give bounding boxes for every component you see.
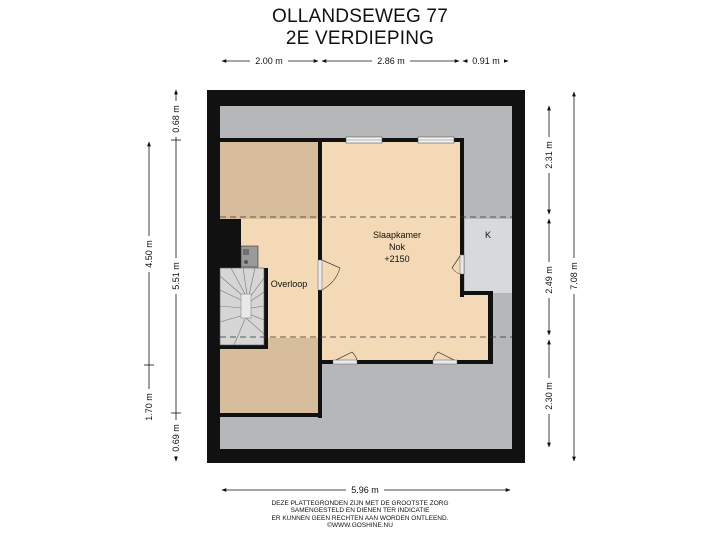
disclaimer-line-2: SAMENGESTELD EN DIENEN TER INDICATIE xyxy=(290,507,430,515)
dim-left-outer-3: 0.69 m xyxy=(171,424,181,452)
dim-right-inner-1: 2.31 m xyxy=(544,141,554,169)
room-label-slaapkamer: Slaapkamer xyxy=(373,230,421,240)
staircase xyxy=(219,267,265,346)
room-label-k: K xyxy=(485,230,491,240)
hatch-door-1 xyxy=(332,351,358,365)
slaapkamer-floor xyxy=(322,142,460,362)
disclaimer-line-3: ER KUNNEN GEEN RECHTEN AAN WORDEN ONTLEE… xyxy=(271,514,449,522)
dim-left-outer-1: 0.68 m xyxy=(171,105,181,133)
dimension-bottom: 5.96 m xyxy=(221,484,511,496)
room-label-height: +2150 xyxy=(384,254,409,264)
dim-right-inner-3: 2.30 m xyxy=(544,382,554,410)
plan-subtitle: 2E VERDIEPING xyxy=(285,28,435,49)
plan-title: OLLANDSEWEG 77 xyxy=(272,6,448,27)
dim-top-3: 0.91 m xyxy=(472,56,500,66)
dim-top-2: 2.86 m xyxy=(377,56,405,66)
room-label-overloop: Overloop xyxy=(271,279,308,289)
disclaimer-line-1: DEZE PLATTEGRONDEN ZIJN MET DE GROOTSTE … xyxy=(271,500,449,507)
hatch-door-2 xyxy=(432,351,458,365)
low-ceiling-lower xyxy=(220,338,318,413)
closet-k xyxy=(465,219,512,293)
disclaimer: DEZE PLATTEGRONDEN ZIJN MET DE GROOTSTE … xyxy=(0,500,720,530)
dimension-top: 2.00 m 2.86 m 0.91 m xyxy=(221,55,509,67)
dimension-right-inner: 2.31 m 2.49 m 2.30 m xyxy=(543,105,555,448)
dim-right-inner-2: 2.49 m xyxy=(544,266,554,294)
dim-right-outer: 7.08 m xyxy=(569,262,579,290)
interior-walls xyxy=(220,138,493,418)
dimension-left-outer: 0.68 m 5.51 m 0.69 m xyxy=(170,89,182,462)
dim-left-inner-1: 4.50 m xyxy=(144,240,154,268)
disclaimer-copyright[interactable]: ©WWW.GOSHINE.NU xyxy=(327,522,393,530)
dimension-left-inner: 4.50 m 1.70 m xyxy=(143,141,155,425)
dim-left-inner-2: 1.70 m xyxy=(144,393,154,421)
sink-unit xyxy=(240,245,259,268)
skylight-windows xyxy=(345,136,455,144)
low-ceiling-upper xyxy=(220,142,318,219)
dimension-right-outer: 7.08 m xyxy=(568,91,580,462)
dim-left-outer-2: 5.51 m xyxy=(171,262,181,290)
room-label-nok: Nok xyxy=(389,242,406,252)
door-closet xyxy=(451,254,465,275)
door-overloop xyxy=(317,259,341,291)
dim-top-1: 2.00 m xyxy=(255,56,283,66)
ceiling-height-lines xyxy=(220,216,512,338)
dim-bottom: 5.96 m xyxy=(351,485,379,495)
